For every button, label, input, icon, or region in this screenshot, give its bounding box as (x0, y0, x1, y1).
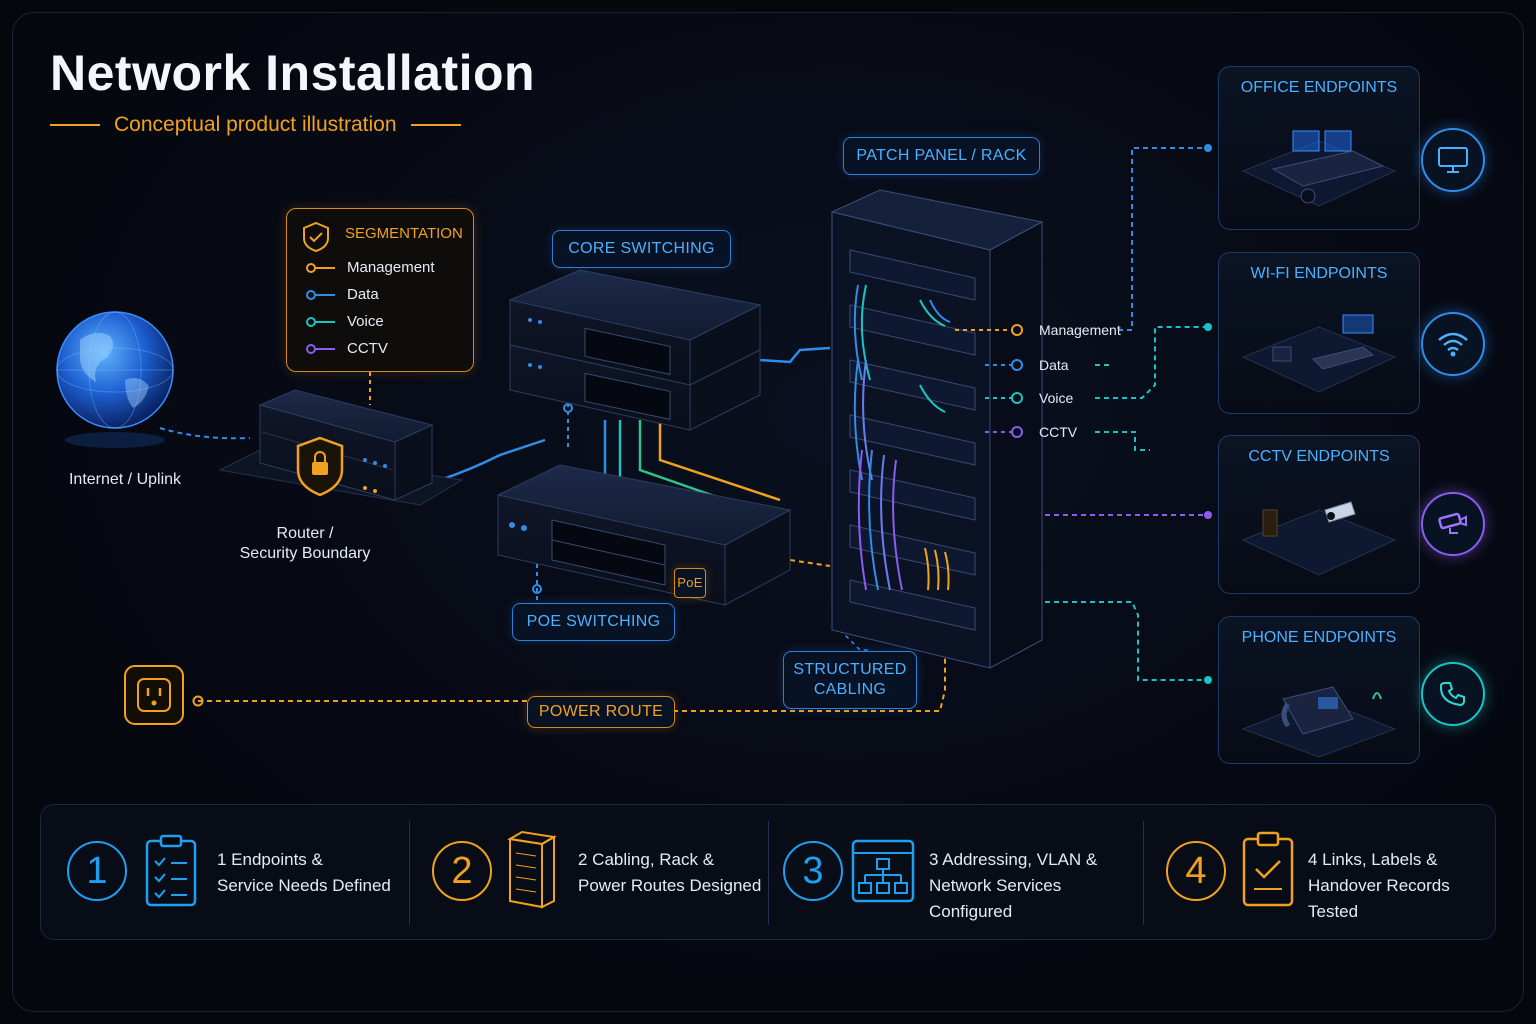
monitor-icon (1421, 128, 1485, 192)
page-subtitle: Conceptual product illustration (50, 112, 500, 138)
shield-check-icon (303, 221, 329, 253)
core-switching-label: CORE SWITCHING (552, 230, 731, 268)
endpoint-title: CCTV ENDPOINTS (1248, 448, 1390, 465)
segmentation-item: CCTV (347, 340, 388, 357)
router-device (218, 389, 464, 506)
endpoint-card-cctv: CCTV ENDPOINTS (1218, 435, 1420, 594)
step-line-1: 4 Links, Labels & (1308, 850, 1438, 869)
segmentation-item: Data (347, 286, 379, 303)
step-line-1: 3 Addressing, VLAN & (929, 850, 1098, 869)
page-title: Network Installation (50, 45, 536, 101)
vlan-label-management: Management (1039, 322, 1121, 338)
step-line-1: 1 Endpoints & (217, 850, 323, 869)
core-rack-link (759, 346, 831, 364)
step-text: 3 Addressing, VLAN & Network Services Con… (929, 847, 1139, 925)
subtitle-rule-right (410, 124, 461, 126)
step-divider (409, 821, 410, 925)
segmentation-item: Voice (347, 313, 384, 330)
step-number: 3 (783, 841, 843, 901)
clipboard-check-icon (1242, 831, 1294, 907)
router-label: Router / Security Boundary (239, 525, 371, 562)
cctv-scene-illustration (1241, 501, 1397, 576)
segmentation-item: Management (347, 259, 435, 276)
step-text: 2 Cabling, Rack & Power Routes Designed (578, 847, 798, 899)
step-line-2: Power Routes Designed (578, 876, 762, 895)
poe-switching-label: POE SWITCHING (512, 603, 675, 641)
step-number: 1 (67, 841, 127, 901)
endpoint-card-office: OFFICE ENDPOINTS (1218, 66, 1420, 230)
endpoint-card-wifi: WI-FI ENDPOINTS (1218, 252, 1420, 414)
structured-cabling-label: STRUCTURED CABLING (783, 651, 917, 709)
step-text: 4 Links, Labels & Handover Records Tested (1308, 847, 1492, 925)
vlan-outputs (955, 324, 1023, 438)
step-line-2: Handover Records Tested (1308, 876, 1450, 921)
endpoint-title: OFFICE ENDPOINTS (1240, 79, 1398, 96)
poe-switch-device (496, 464, 792, 606)
process-step: 3 3 Addressing, VLAN & Network Services C… (769, 805, 1143, 939)
step-number: 2 (432, 841, 492, 901)
clipboard-checklist-icon (145, 834, 197, 907)
step-divider (1143, 821, 1144, 925)
endpoint-title: WI-FI ENDPOINTS (1250, 265, 1388, 282)
vlan-label-cctv: CCTV (1039, 424, 1078, 440)
step-line-2: Service Needs Defined (217, 876, 391, 895)
power-route-label: POWER ROUTE (527, 696, 675, 728)
wifi-scene-illustration (1241, 314, 1397, 393)
segmentation-legend: SEGMENTATION Management Data Voice CCTV (286, 208, 474, 372)
endpoint-title: PHONE ENDPOINTS (1241, 629, 1397, 646)
phone-scene-illustration (1241, 686, 1397, 758)
step-line-2: Network Services Configured (929, 876, 1062, 921)
process-step: 4 4 Links, Labels & Handover Records Test… (1144, 805, 1494, 939)
rack-icon (507, 830, 557, 909)
camera-icon (1421, 492, 1485, 556)
endpoint-card-phone: PHONE ENDPOINTS (1218, 616, 1420, 764)
office-scene-illustration (1241, 130, 1397, 207)
uplink-link (159, 427, 251, 440)
power-outlet-icon (124, 665, 184, 725)
vlan-label-data: Data (1039, 357, 1069, 373)
step-text: 1 Endpoints & Service Needs Defined (217, 847, 437, 899)
router-core-link (439, 438, 546, 482)
shield-lock-icon (296, 436, 344, 497)
subtitle-text: Conceptual product illustration (114, 113, 397, 136)
process-step: 2 2 Cabling, Rack & Power Routes Designed (410, 805, 768, 939)
wifi-icon (1421, 312, 1485, 376)
segmentation-title: SEGMENTATION (345, 225, 463, 242)
step-line-1: 2 Cabling, Rack & (578, 850, 715, 869)
subtitle-rule-left (50, 124, 100, 126)
segmentation-swatches (306, 263, 335, 354)
network-hierarchy-icon (851, 839, 915, 903)
process-step: 1 1 Endpoints & Service Needs Defined (41, 805, 409, 939)
core-switch-device (508, 269, 762, 431)
internet-label: Internet / Uplink (68, 471, 182, 488)
step-number: 4 (1166, 841, 1226, 901)
poe-badge: PoE (674, 568, 706, 598)
process-steps: 1 1 Endpoints & Service Needs Defined 2 2… (40, 804, 1496, 940)
patch-panel-rack-label: PATCH PANEL / RACK (843, 137, 1040, 175)
phone-icon (1421, 662, 1485, 726)
vlan-label-voice: Voice (1039, 390, 1074, 406)
patch-panel-rack (830, 189, 1044, 669)
globe-icon (56, 311, 174, 448)
step-divider (768, 821, 769, 925)
